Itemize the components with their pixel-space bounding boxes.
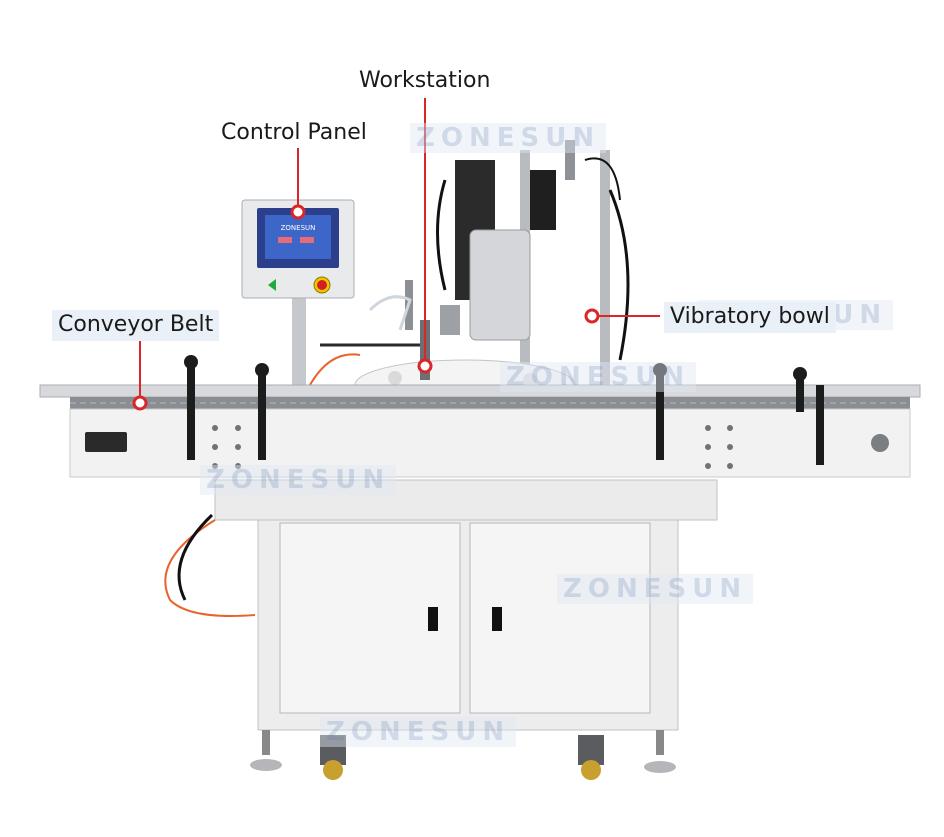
label-workstation: Workstation <box>359 68 491 93</box>
watermark-3: ZONESUN <box>500 362 697 392</box>
control-panel-unit: ZONESUN <box>241 199 355 390</box>
watermark-5: ZONESUN <box>557 574 754 604</box>
callout-lines <box>132 98 660 411</box>
label-control-panel: Control Panel <box>221 120 367 145</box>
conveyor <box>39 355 921 478</box>
panel-brand: ZONESUN <box>281 224 316 232</box>
watermark-6: ZONESUN <box>320 717 517 747</box>
cabinet <box>164 479 718 780</box>
watermark-4: ZONESUN <box>200 465 397 495</box>
label-vibratory-bowl: Vibratory bowl <box>664 302 836 333</box>
capping-head <box>436 140 630 385</box>
watermark-1: ZONESUN <box>410 123 607 153</box>
label-conveyor-belt: Conveyor Belt <box>52 310 220 341</box>
